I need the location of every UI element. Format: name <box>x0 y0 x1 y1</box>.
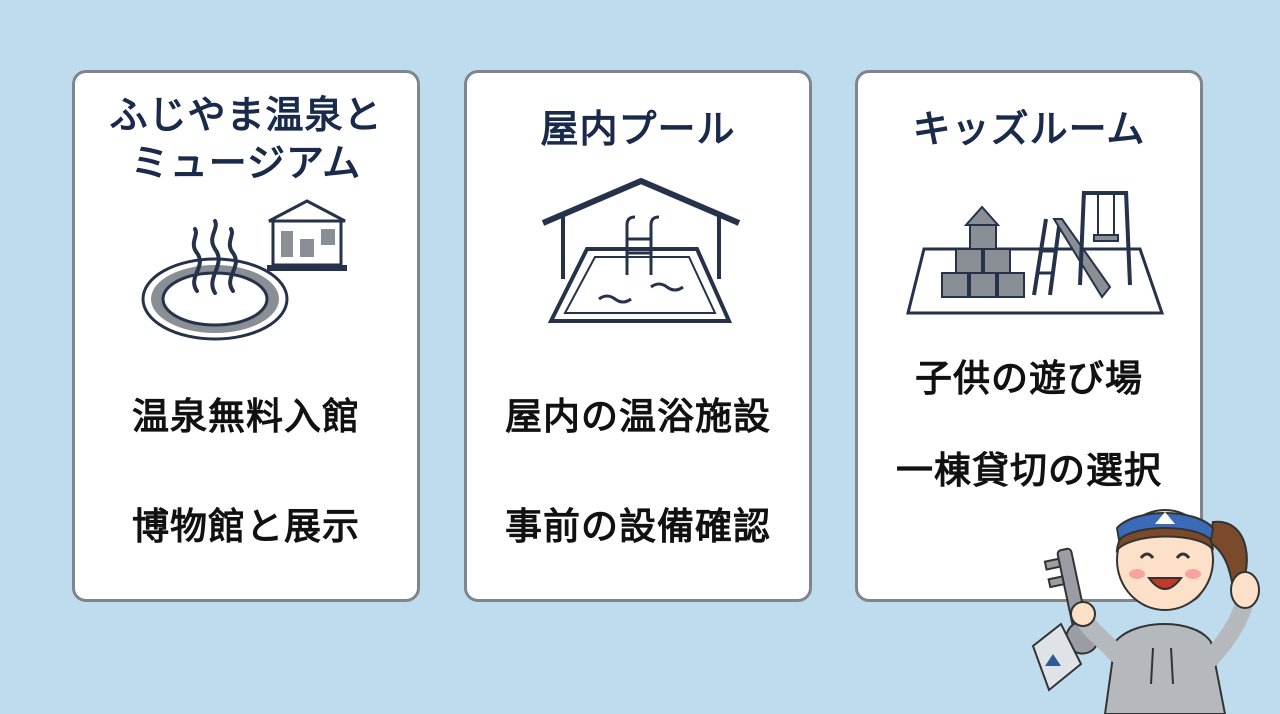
card-title: 屋内プール <box>540 107 736 151</box>
indoor-pool-icon <box>541 178 741 323</box>
card-kids-room: キッズルーム 子供の遊び場 一棟貸切の選択 <box>855 70 1203 602</box>
card-item: 温泉無料入館 <box>132 395 360 438</box>
card-item: 博物館と展示 <box>132 505 360 548</box>
hot-spring-museum-icon <box>141 199 347 341</box>
card-title: キッズルーム <box>912 107 1146 151</box>
card-indoor-pool: 屋内プール 屋内の温浴施設 事前の設備確認 <box>464 70 812 602</box>
card-hot-spring-museum: ふじやま温泉と ミュージアム 温泉無料入館 博物館と展示 <box>72 70 420 602</box>
card-item: 事前の設備確認 <box>505 505 771 548</box>
mascot-girl-holding-key-icon <box>1031 509 1260 714</box>
card-item: 一棟貸切の選択 <box>896 449 1162 492</box>
card-item: 屋内の温浴施設 <box>505 395 771 438</box>
playground-icon <box>906 190 1164 315</box>
card-title-line-1: ふじやま温泉と <box>109 93 383 137</box>
card-item: 子供の遊び場 <box>915 357 1143 400</box>
card-title-line-2: ミュージアム <box>130 141 362 185</box>
